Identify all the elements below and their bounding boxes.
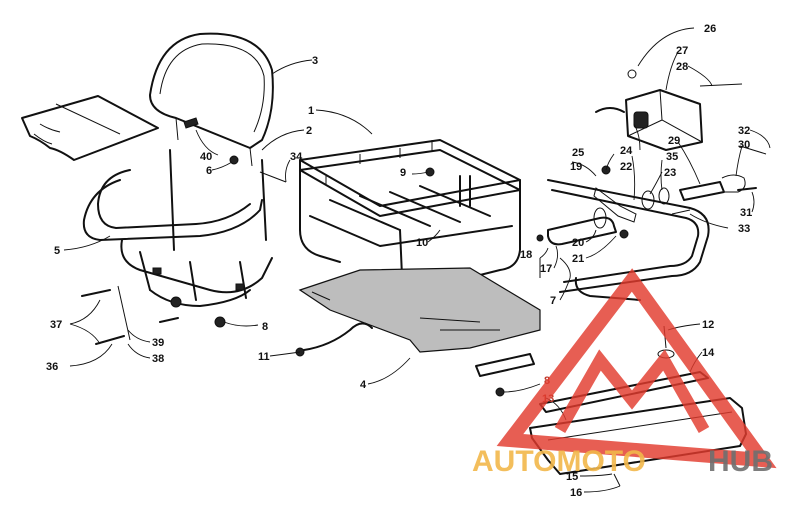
part-label-15: 15 [566,471,578,483]
part-label-23: 23 [664,167,676,179]
part-label-14: 14 [702,347,715,359]
watermark-logo [496,268,777,469]
part-label-29: 29 [668,135,680,147]
part-label-8-seat: 8 [262,321,268,333]
part-label-2: 2 [306,125,312,137]
part-label-6: 6 [206,165,212,177]
rear-bumper [547,179,710,301]
part-label-3: 3 [312,55,318,67]
part-label-1: 1 [308,105,314,117]
watermark-triangle-outer [496,268,777,469]
part-label-9: 9 [400,167,406,179]
part-label-10: 10 [416,237,428,249]
part-label-37: 37 [50,319,62,331]
part-label-35: 35 [666,151,678,163]
part-label-7: 7 [550,295,556,307]
part-label-17: 17 [540,263,552,275]
watermark-text: AUTOMOTO HUB [472,445,773,478]
part-label-34: 34 [290,151,303,163]
watermark-m-shape [554,349,710,433]
part-label-33: 33 [738,223,750,235]
watermark-word-hub: HUB [708,445,773,478]
part-label-25: 25 [572,147,584,159]
part-label-27: 27 [676,45,688,57]
hardware-bits [81,155,675,487]
part-label-28: 28 [676,61,688,73]
part-label-20: 20 [572,237,584,249]
rear-rack [299,139,521,292]
part-label-40: 40 [200,151,212,163]
part-label-12: 12 [702,319,714,331]
part-label-39: 39 [152,337,164,349]
part-label-38: 38 [152,353,164,365]
part-label-31: 31 [740,207,752,219]
part-label-22: 22 [620,161,632,173]
part-label-30: 30 [738,139,750,151]
seat-frame [82,149,273,307]
part-label-21: 21 [572,253,584,265]
part-label-18: 18 [520,249,532,261]
seat-cushion-pad [21,95,159,161]
part-label-24: 24 [620,145,633,157]
part-label-26: 26 [704,23,716,35]
part-label-19: 19 [570,161,582,173]
part-label-11: 11 [258,351,270,363]
part-label-5: 5 [54,245,60,257]
backrest [149,32,274,167]
part-label-4: 4 [360,379,367,391]
tail-light-assembly [595,69,743,151]
hitch-components [547,145,767,246]
part-label-32: 32 [738,125,750,137]
part-label-16: 16 [570,487,582,499]
part-label-36: 36 [46,361,58,373]
watermark-word-automoto: AUTOMOTO [472,445,646,478]
leader-lines [63,27,771,493]
